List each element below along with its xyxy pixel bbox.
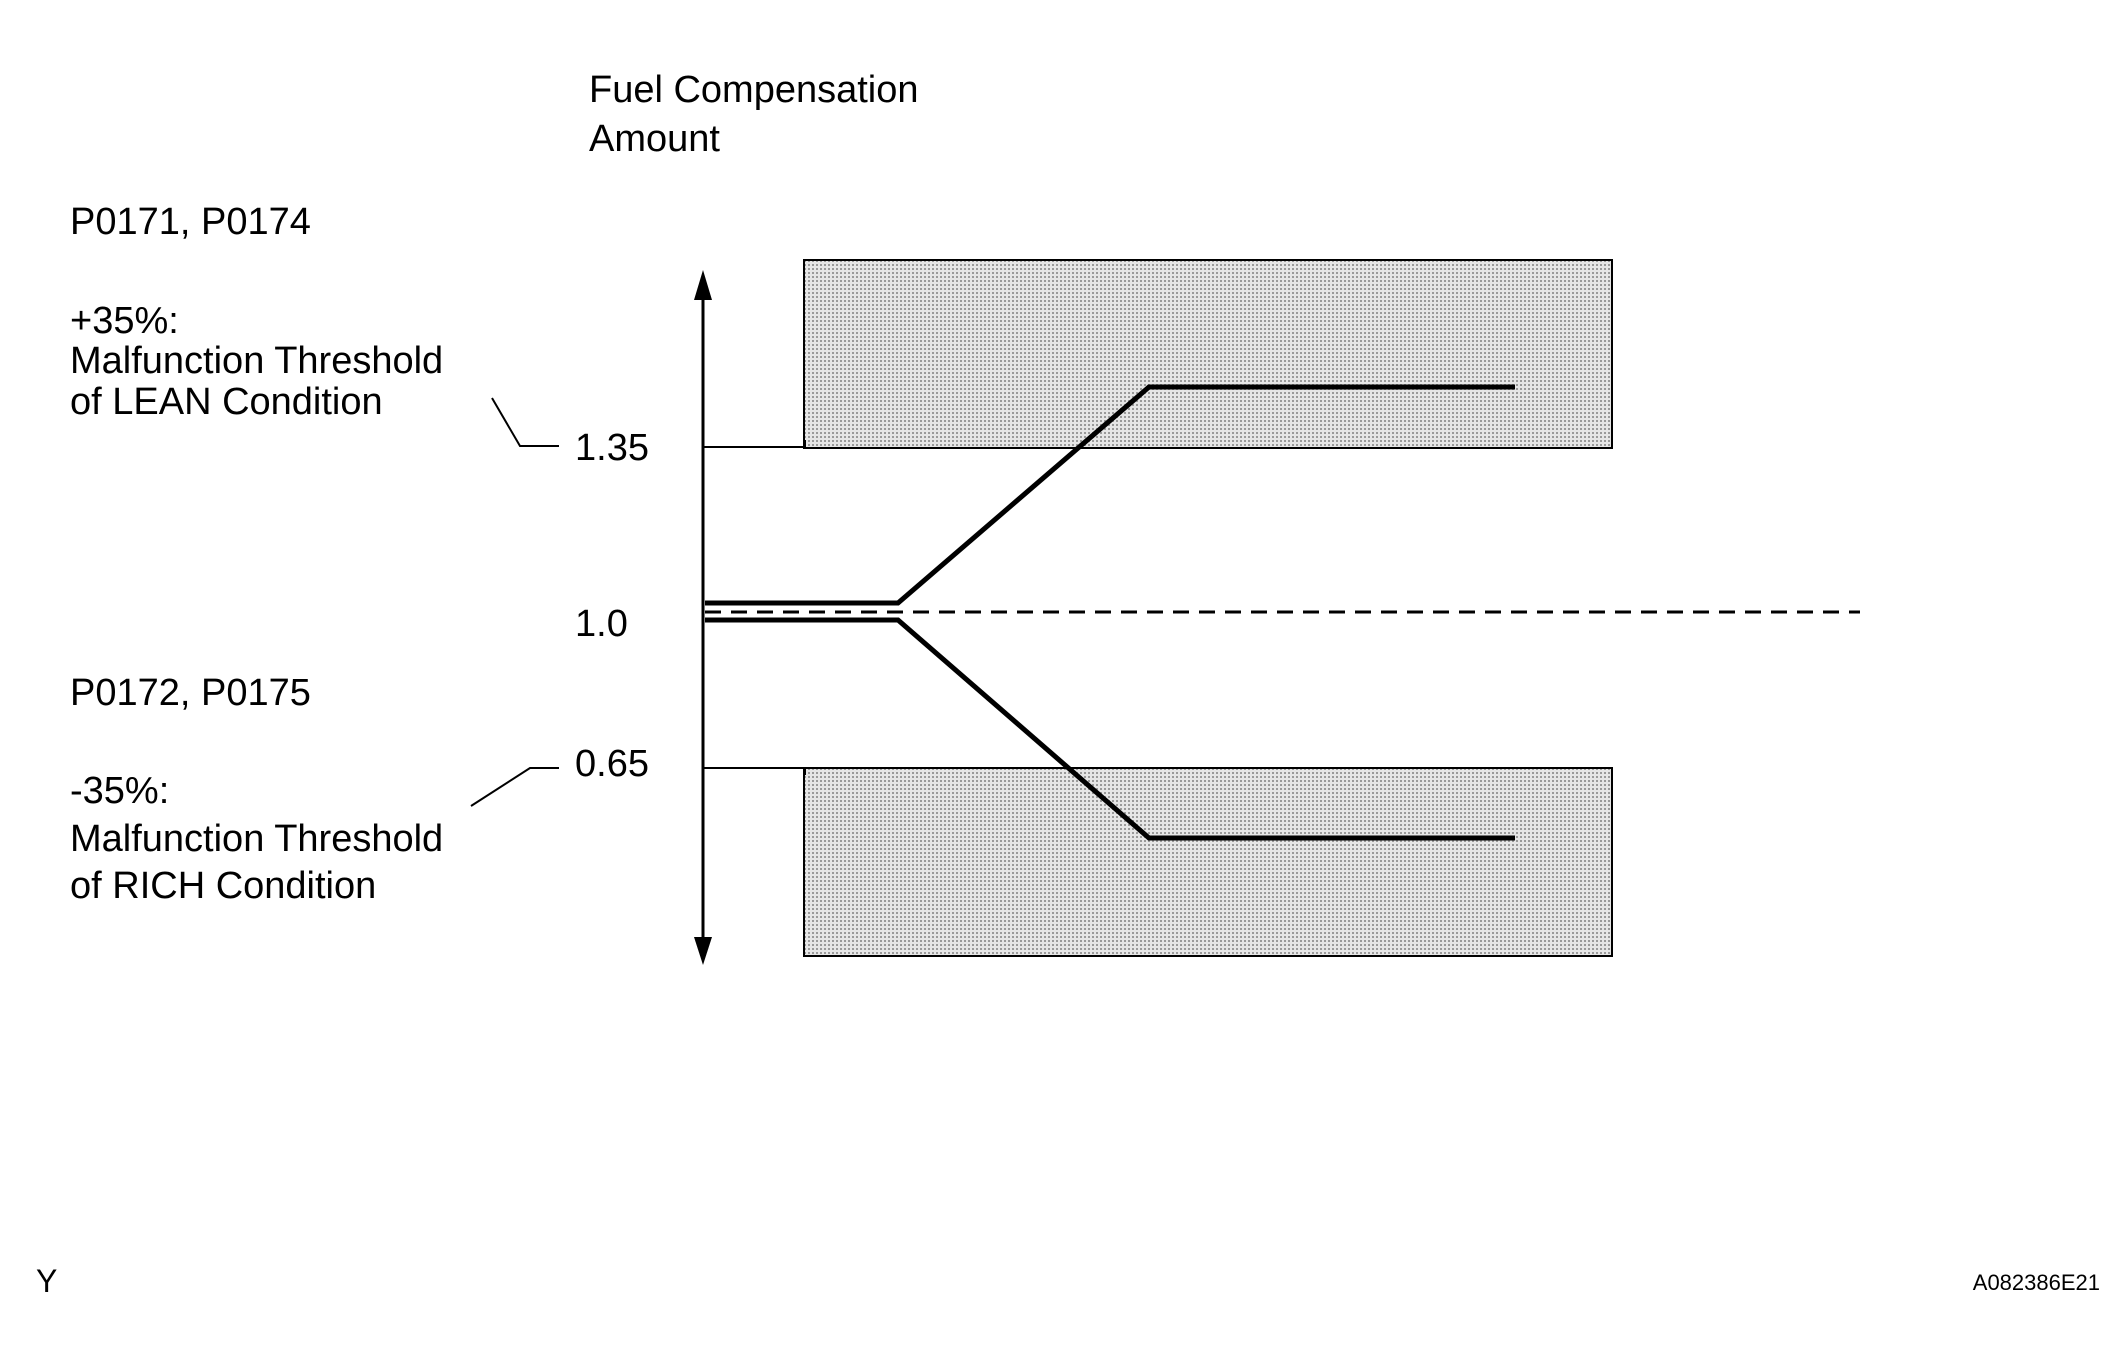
rich-codes: P0172, P0175 — [70, 672, 311, 714]
rich-compensation-curve — [705, 617, 1515, 841]
rich-leader-line — [470, 767, 559, 807]
rich-malfunction-zone — [803, 767, 1613, 957]
axis-title-line2: Amount — [589, 118, 720, 160]
axis-arrow-up-icon — [694, 270, 712, 300]
lean-codes: P0171, P0174 — [70, 201, 311, 243]
rich-description-line2: of RICH Condition — [70, 865, 376, 907]
lean-percent: +35%: — [70, 300, 179, 342]
axis-arrow-down-icon — [694, 937, 712, 965]
axis-title-line1: Fuel Compensation — [589, 69, 919, 111]
lean-threshold-stub — [703, 440, 806, 448]
rich-description-line1: Malfunction Threshold — [70, 818, 443, 860]
footer-left-mark: Y — [36, 1263, 57, 1299]
lean-description-line2: of LEAN Condition — [70, 381, 383, 423]
lean-leader-line — [491, 397, 559, 447]
tick-label-1-35: 1.35 — [575, 427, 649, 469]
rich-percent: -35%: — [70, 770, 169, 812]
lean-malfunction-zone — [803, 259, 1613, 449]
tick-label-0-65: 0.65 — [575, 743, 649, 785]
lean-compensation-curve — [705, 384, 1515, 606]
figure-id: A082386E21 — [1973, 1270, 2100, 1295]
rich-threshold-stub — [703, 767, 806, 775]
tick-label-1-0: 1.0 — [575, 603, 628, 645]
lean-description-line1: Malfunction Threshold — [70, 340, 443, 382]
